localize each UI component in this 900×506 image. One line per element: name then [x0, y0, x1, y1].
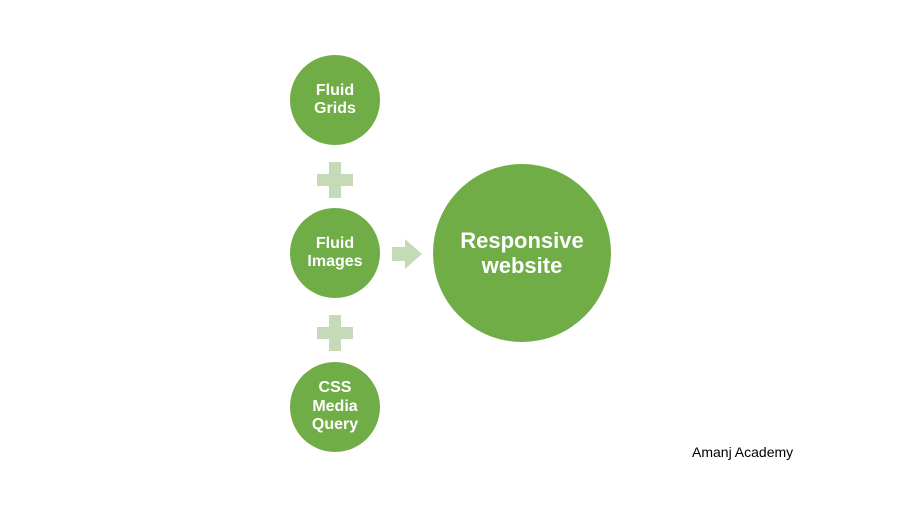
node-css-media-query: CSS Media Query: [290, 362, 380, 452]
node-label: CSS Media Query: [311, 379, 359, 434]
plus-icon: [317, 315, 353, 351]
node-fluid-images: Fluid Images: [290, 208, 380, 298]
node-responsive-website: Responsive website: [433, 164, 611, 342]
result-label: Responsive website: [460, 227, 584, 278]
node-fluid-grids: Fluid Grids: [290, 55, 380, 145]
plus-icon: [317, 162, 353, 198]
arrow-right-icon: [392, 239, 422, 269]
node-label: Fluid Grids: [314, 81, 356, 117]
node-label: Fluid Images: [307, 234, 363, 270]
credit-text: Amanj Academy: [692, 444, 794, 460]
